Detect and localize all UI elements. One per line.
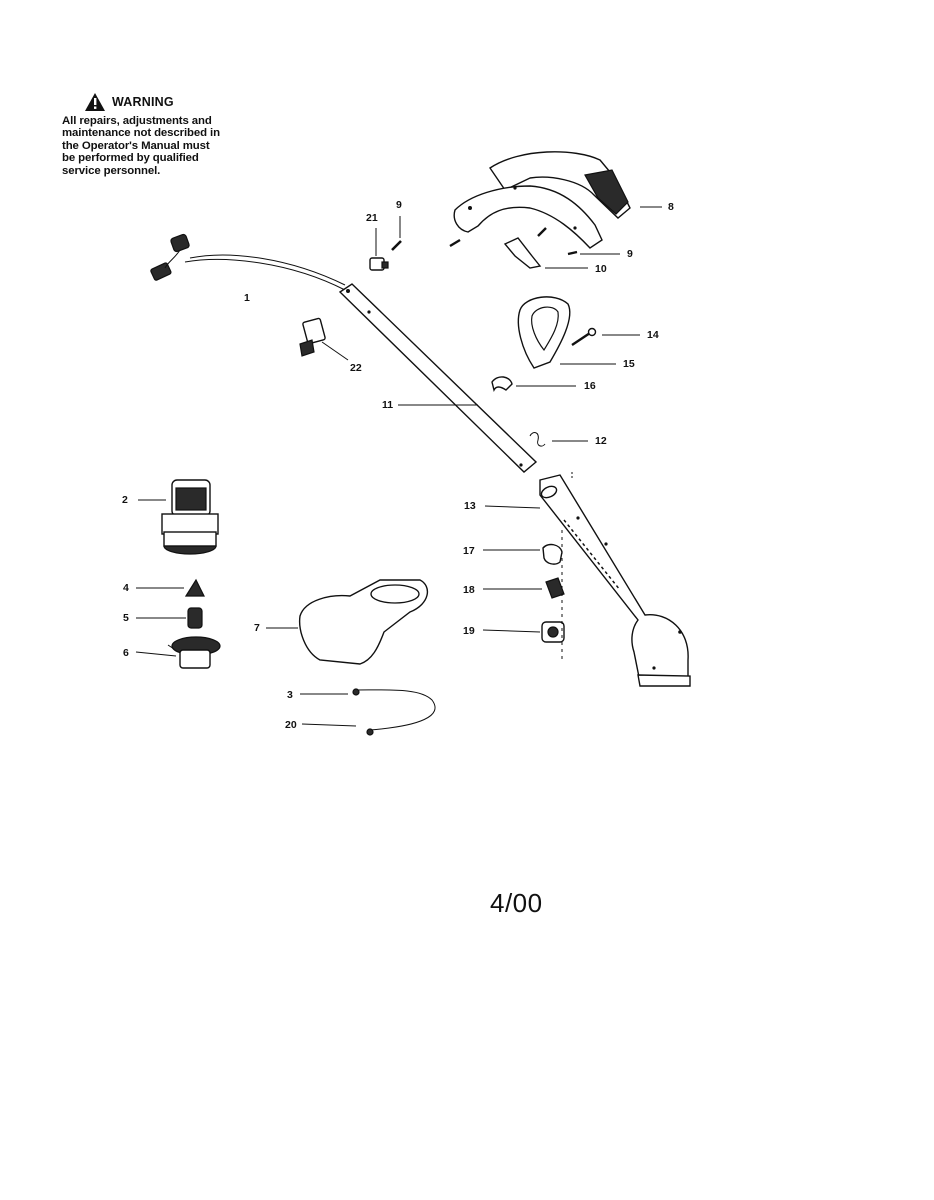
part-lower-housing <box>484 470 691 687</box>
callout-3: 3 <box>287 689 293 701</box>
callout-6: 6 <box>123 647 129 659</box>
part-guard <box>266 579 429 665</box>
part-handle-housing <box>453 151 662 249</box>
callout-1: 1 <box>244 292 250 304</box>
part-screw-9b <box>449 227 620 256</box>
part-switch <box>369 228 389 271</box>
part-spool <box>135 636 221 669</box>
callout-7: 7 <box>254 622 260 634</box>
warning-line: service personnel. <box>62 164 161 177</box>
callout-20: 20 <box>285 719 297 731</box>
warning-header: WARNING <box>84 92 252 112</box>
callout-19: 19 <box>463 625 475 637</box>
part-cord <box>150 233 346 291</box>
callout-10: 10 <box>595 263 607 275</box>
callout-4: 4 <box>123 582 129 594</box>
callout-21: 21 <box>366 212 378 224</box>
callout-9b: 9 <box>627 248 633 260</box>
part-clip-18 <box>483 577 565 599</box>
warning-line: the Operator's Manual must <box>62 139 210 152</box>
callout-18: 18 <box>463 584 475 596</box>
date-code: 4/00 <box>490 888 543 918</box>
warning-title: WARNING <box>112 95 174 109</box>
warning-notice: WARNING All repairs, adjustments and mai… <box>62 92 252 177</box>
callout-15: 15 <box>623 358 635 370</box>
callout-17: 17 <box>463 545 475 557</box>
warning-line: maintenance not described in <box>62 127 220 140</box>
warning-triangle-icon <box>85 93 105 111</box>
callout-14: 14 <box>647 329 659 341</box>
part-strain-relief <box>299 317 349 361</box>
warning-line: be performed by qualified <box>62 152 199 165</box>
callout-2: 2 <box>122 494 128 506</box>
callout-9a: 9 <box>396 199 402 211</box>
part-clip-12 <box>529 432 588 447</box>
callout-5: 5 <box>123 612 129 624</box>
part-aux-handle <box>517 296 616 369</box>
callout-12: 12 <box>595 435 607 447</box>
part-spring <box>136 578 205 597</box>
callout-16: 16 <box>584 380 596 392</box>
part-clamp <box>491 376 576 393</box>
callout-13: 13 <box>464 500 476 512</box>
part-bearing <box>482 621 565 643</box>
callout-22: 22 <box>350 362 362 374</box>
part-motor <box>138 479 219 555</box>
part-bushing <box>483 543 563 565</box>
warning-body: All repairs, adjustments and maintenance… <box>62 115 252 177</box>
part-trigger <box>503 237 588 269</box>
warning-line: All repairs, adjustments and <box>62 115 212 127</box>
part-spring-spool <box>136 607 203 629</box>
part-shaft <box>338 283 538 473</box>
part-wire-guard <box>300 688 436 736</box>
callout-11: 11 <box>382 399 393 411</box>
part-screw-9a <box>391 216 402 251</box>
callout-8: 8 <box>668 201 674 213</box>
callout-labels: 1 2 3 4 5 6 7 8 9 9 10 11 12 13 14 15 16… <box>122 199 674 731</box>
part-bolt <box>571 327 640 346</box>
